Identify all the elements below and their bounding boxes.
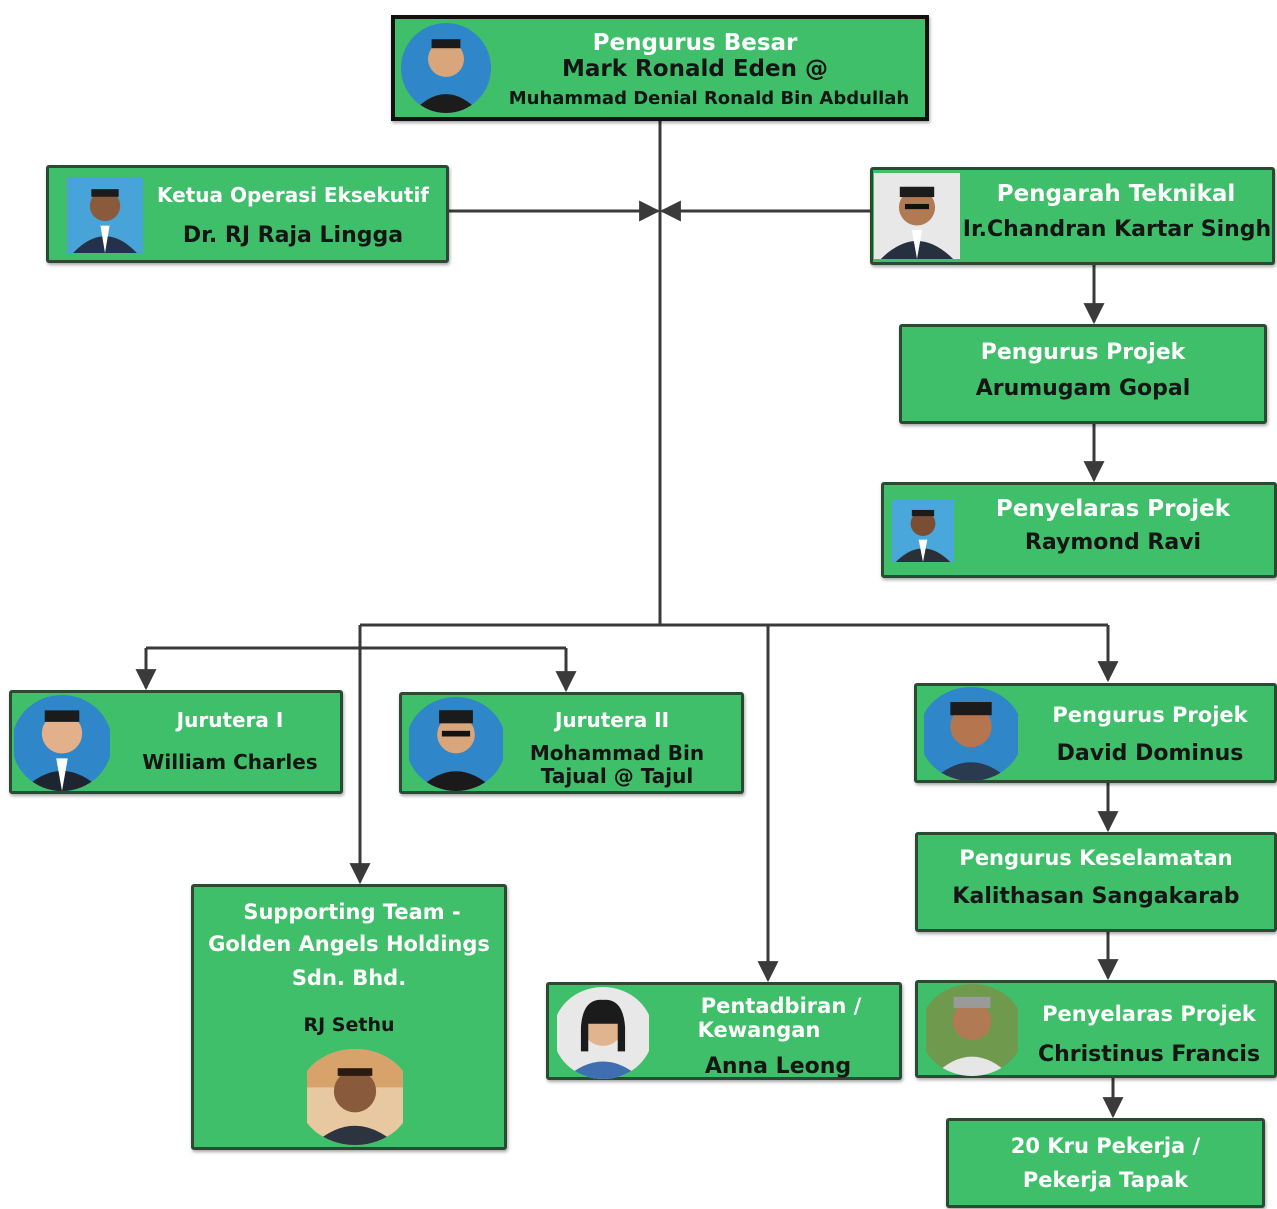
- node-jurutera-1: Jurutera I William Charles: [9, 690, 343, 794]
- name-label: Dr. RJ Raja Lingga: [182, 223, 404, 248]
- name-label: William Charles: [142, 750, 318, 774]
- role-label: Kewangan: [697, 1018, 821, 1042]
- role-label: Pentadbiran /: [700, 994, 862, 1018]
- name-label: Ir.Chandran Kartar Singh: [962, 217, 1272, 242]
- role-label: Supporting Team -: [243, 900, 461, 924]
- role-label: Pengurus Projek: [1052, 703, 1248, 727]
- person-photo-icon: [892, 488, 954, 574]
- role-label: Penyelaras Projek: [995, 496, 1231, 522]
- node-pengurus-projek-1: Pengurus Projek Arumugam Gopal: [899, 324, 1267, 424]
- person-photo-icon: [406, 697, 506, 791]
- node-penyelaras-projek-2: Penyelaras Projek Christinus Francis: [915, 980, 1277, 1078]
- person-photo-icon: [67, 170, 143, 260]
- name-label: Christinus Francis: [1037, 1042, 1261, 1067]
- name-label: Anna Leong: [704, 1054, 852, 1079]
- name-label: RJ Sethu: [303, 1014, 395, 1036]
- node-pengurus-keselamatan: Pengurus Keselamatan Kalithasan Sangakar…: [915, 832, 1277, 932]
- name-label: Arumugam Gopal: [975, 376, 1191, 401]
- role-label: Golden Angels Holdings: [208, 932, 490, 956]
- name-label: Mohammad Bin: [529, 741, 705, 765]
- role-label: Pengarah Teknikal: [996, 181, 1236, 207]
- node-supporting-team: Supporting Team - Golden Angels Holdings…: [191, 884, 507, 1150]
- node-pengurus-besar: Pengurus Besar Mark Ronald Eden @ Muhamm…: [391, 15, 929, 121]
- role-label: Sdn. Bhd.: [291, 966, 407, 990]
- node-jurutera-2: Jurutera II Mohammad Bin Tajual @ Tajul: [399, 692, 744, 794]
- node-pentadbiran: Pentadbiran / Kewangan Anna Leong: [546, 982, 902, 1080]
- name-label: Mark Ronald Eden @: [562, 56, 828, 82]
- role-label: Pengurus Besar: [592, 30, 798, 56]
- person-photo-icon: [920, 984, 1024, 1076]
- node-pengurus-projek-2: Pengurus Projek David Dominus: [914, 683, 1277, 783]
- role-label: Jurutera I: [176, 708, 284, 732]
- person-photo-icon: [874, 171, 960, 261]
- role-label: Pekerja Tapak: [1022, 1168, 1189, 1192]
- node-ketua-operasi: Ketua Operasi Eksekutif Dr. RJ Raja Ling…: [46, 165, 449, 263]
- person-photo-icon: [298, 1049, 412, 1145]
- role-label: Pengurus Projek: [980, 340, 1186, 365]
- person-photo-icon: [553, 987, 653, 1079]
- person-photo-icon: [12, 695, 112, 791]
- role-label: Pengurus Keselamatan: [959, 846, 1233, 870]
- name-label: Kalithasan Sangakarab: [952, 884, 1240, 909]
- node-kru-pekerja: 20 Kru Pekerja / Pekerja Tapak: [946, 1118, 1265, 1208]
- node-pengarah-teknikal: Pengarah Teknikal Ir.Chandran Kartar Sin…: [870, 167, 1275, 265]
- role-label: Penyelaras Projek: [1042, 1002, 1256, 1026]
- name-label: Tajual @ Tajul: [540, 764, 694, 788]
- role-label: 20 Kru Pekerja /: [1010, 1134, 1201, 1158]
- role-label: Ketua Operasi Eksekutif: [156, 183, 430, 207]
- person-photo-icon: [401, 23, 491, 113]
- name-label: David Dominus: [1056, 741, 1244, 766]
- person-photo-icon: [919, 687, 1023, 781]
- name-label: Raymond Ravi: [1024, 530, 1202, 555]
- node-penyelaras-projek-1: Penyelaras Projek Raymond Ravi: [881, 482, 1277, 578]
- role-label: Jurutera II: [554, 708, 670, 732]
- name-label: Muhammad Denial Ronald Bin Abdullah: [508, 88, 910, 109]
